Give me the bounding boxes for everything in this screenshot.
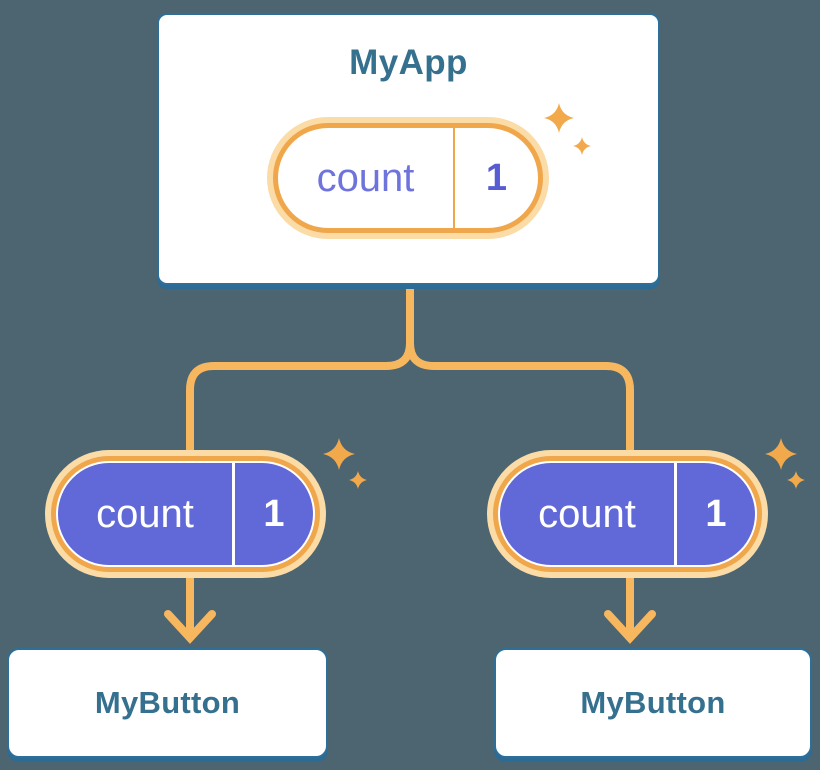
sparkle-icon <box>544 103 591 155</box>
pill-divider <box>232 463 235 565</box>
state-name-label: count <box>316 155 415 200</box>
root-component-title: MyApp <box>349 43 468 82</box>
child-component-card-right: MyButton <box>494 648 812 758</box>
sparkle-icon <box>323 438 367 489</box>
pill-divider <box>453 128 455 228</box>
state-pill: count 1 <box>278 128 538 228</box>
pill-divider <box>674 463 677 565</box>
prop-value-label: 1 <box>705 492 727 535</box>
prop-pill-left: count 1 <box>58 463 313 565</box>
state-value-label: 1 <box>485 156 508 199</box>
arrowhead-right-icon <box>604 610 656 644</box>
prop-name-label: count <box>96 491 194 536</box>
prop-value-label: 1 <box>263 492 285 535</box>
arrowhead-left-icon <box>164 610 216 644</box>
connector-branch-right <box>406 280 634 632</box>
child-component-title: MyButton <box>580 685 726 720</box>
prop-name-label: count <box>538 491 636 536</box>
sparkle-icon <box>765 438 805 489</box>
prop-pill-right: count 1 <box>500 463 755 565</box>
child-component-title: MyButton <box>94 685 241 720</box>
child-component-card-left: MyButton <box>7 648 328 758</box>
